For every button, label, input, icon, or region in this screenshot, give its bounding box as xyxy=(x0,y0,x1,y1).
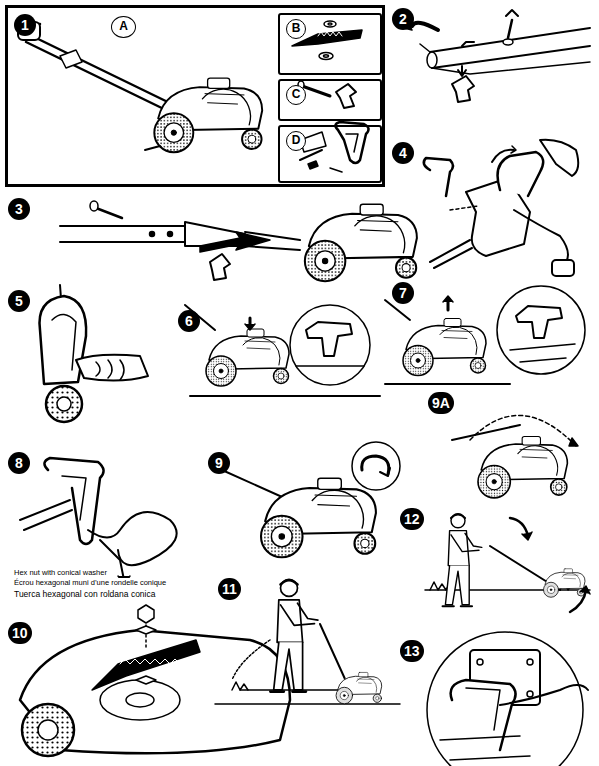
note-text: Hex nut with conical washer xyxy=(14,568,107,577)
part-box: C xyxy=(278,79,382,121)
step-panel: 1 A B C D xyxy=(5,5,385,187)
callout-number: 6 xyxy=(178,310,200,332)
note-text: Tuerca hexagonal con roldana conica xyxy=(14,589,155,599)
part-letter: A xyxy=(112,17,135,36)
part-box: B xyxy=(278,13,382,75)
callout-number: 12 xyxy=(400,508,424,530)
note-text: Écrou hexagonal muni d’une rondelle coni… xyxy=(14,578,166,587)
callout-number: 11 xyxy=(218,578,241,600)
callout-number: 5 xyxy=(8,290,30,312)
part-letter: C xyxy=(286,85,306,105)
part-letter: B xyxy=(286,19,306,39)
callout-number: 9A xyxy=(428,392,454,414)
part-letter: D xyxy=(286,131,306,151)
callout-number: 4 xyxy=(392,142,414,164)
callout-number: 8 xyxy=(8,452,30,474)
callout-number: 7 xyxy=(392,282,414,304)
callout-number: 3 xyxy=(8,198,30,220)
callout-number: 10 xyxy=(8,622,32,644)
callout-number: 2 xyxy=(392,8,414,30)
callout-number: 13 xyxy=(400,640,424,662)
part-letter-circle: A xyxy=(111,16,136,38)
callout-number: 1 xyxy=(14,14,36,36)
callout-number: 9 xyxy=(208,452,230,474)
part-box: D xyxy=(278,125,382,183)
